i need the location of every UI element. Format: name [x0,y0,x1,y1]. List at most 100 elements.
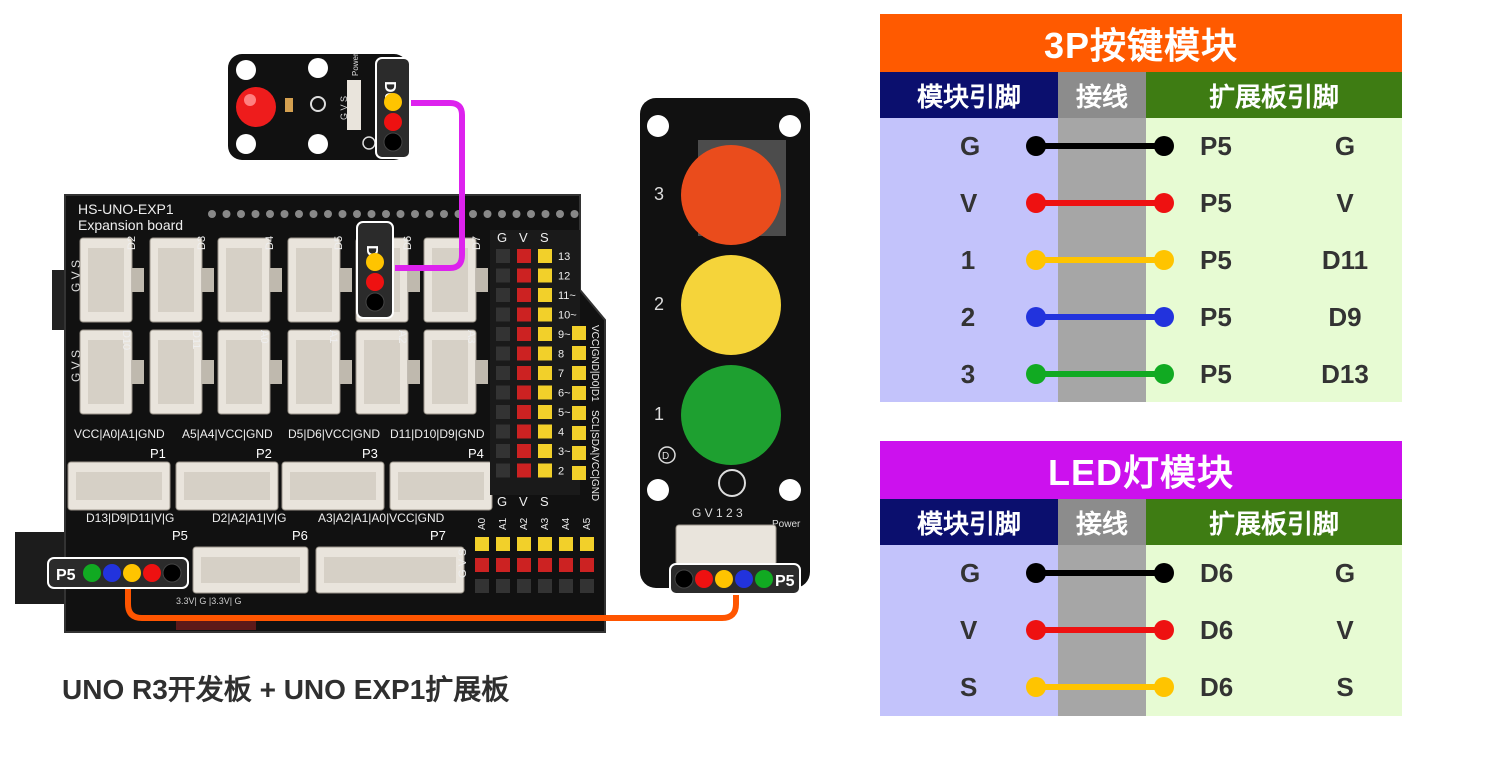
led-power-label: Power [351,53,360,76]
wire-line [1030,570,1168,576]
p4-pin-label: D11|D10|D9|GND [390,427,485,441]
port-label-a0: A0 [258,330,270,343]
button-2-yellow[interactable] [681,255,781,355]
connector-tab [476,268,488,292]
board-name-line1: HS-UNO-EXP1 [78,201,174,217]
bottom-power-labels: 3.3V| G |3.3V| G [176,596,242,606]
button-pin-labels: G V 1 2 3 [692,506,743,520]
s-pin [538,424,552,439]
connector-socket [76,472,162,500]
g-pin [496,307,510,322]
connector-socket [158,340,194,404]
connector-socket [432,340,468,404]
board-tag-dot-black [365,292,385,312]
digital-pin-label: 8 [558,349,564,361]
header-pin-hole [367,210,376,218]
header-module-pin: 模块引脚 [880,499,1058,545]
analog-v-pin [496,558,510,572]
wire-end-dot [1154,620,1174,640]
analog-s-pin [496,537,510,551]
led-module [228,54,408,160]
wire-end-dot [1026,193,1046,213]
header-board-pin: 扩展板引脚 [1146,72,1402,118]
s-pin [538,405,552,419]
board-port: P5 [1200,359,1232,389]
v-pin [517,346,531,361]
s-pin [538,366,552,380]
board-port: D6 [1200,672,1234,702]
board-port: P5 [1200,245,1232,275]
analog-v-pin [580,558,594,572]
p5-dot-blue [103,564,121,582]
header-wire: 接线 [1058,499,1146,545]
button-3-red[interactable] [681,145,781,245]
g-pin [496,288,510,302]
analog-pin-label: A0 [477,517,488,530]
four-pin-connectors [67,461,493,511]
button-1-green[interactable] [681,365,781,465]
digital-pin-label: 6~ [558,388,571,400]
analog-g-pin [559,579,573,593]
gvs-header-v: V [519,230,528,245]
header-pin-hole [425,210,434,218]
s-pin [538,288,552,302]
side-pin [572,346,586,360]
port-label-d5: D5 [333,236,345,250]
gvs-header-pins [496,249,552,478]
board-pin: G [1334,131,1356,161]
board-port: P5 [1200,302,1232,332]
module-pin: V [960,188,978,218]
v-pin [517,444,531,458]
v-pin [517,366,531,380]
side-label-2: SCL|SDA|VCC|GND [589,410,600,501]
wire-line [1030,200,1168,206]
header-pin-hole [411,210,419,218]
analog-pin-label: A2 [519,517,530,530]
connector-socket [290,472,376,500]
board-port: P5 [1200,131,1232,161]
header-pin-hole [556,210,564,218]
header-pin-hole [440,210,448,218]
wire-end-dot [1154,193,1174,213]
digital-pin-label: 4 [558,427,564,439]
analog-pin-label: A4 [561,517,572,530]
p7-name: P7 [430,528,446,543]
side-pin [572,426,586,440]
analog-pin-label: A5 [582,517,593,530]
button-label-3: 3 [654,184,664,204]
port-label-d3: D3 [196,236,208,250]
header-pin-hole [483,210,492,218]
header-pin-hole [498,210,506,218]
v-pin [517,385,531,400]
v-pin [517,288,531,302]
port-label-a1: A1 [327,330,339,343]
analog-pin-label: A1 [498,517,509,530]
analog-g-pin [538,579,552,593]
led-bulb [236,87,276,127]
gvs-footer-g: G [497,494,507,509]
header-pin-hole [222,210,231,218]
analog-s-pin [475,537,489,551]
connector-socket [296,248,332,312]
analog-g-pin [475,579,489,593]
connector-socket [296,340,332,404]
p6-name: P6 [292,528,308,543]
p1-name: P1 [150,446,166,461]
analog-v-pin [559,558,573,572]
led-gvs-label: G V S [339,96,349,120]
bp5-dot-yellow [715,570,733,588]
g-pin [496,268,510,283]
v-pin [517,307,531,322]
board-tag-dot-yellow [366,253,384,271]
led-tag-dot-red [384,113,402,131]
module-pin: G [960,558,981,588]
side-pin [572,466,586,480]
digital-pin-label: 7 [558,368,564,380]
p3-pin-label: D5|D6|VCC|GND [288,427,380,441]
analog-s-pin [580,537,594,551]
side-pin [572,326,586,340]
side-pin [572,386,586,400]
